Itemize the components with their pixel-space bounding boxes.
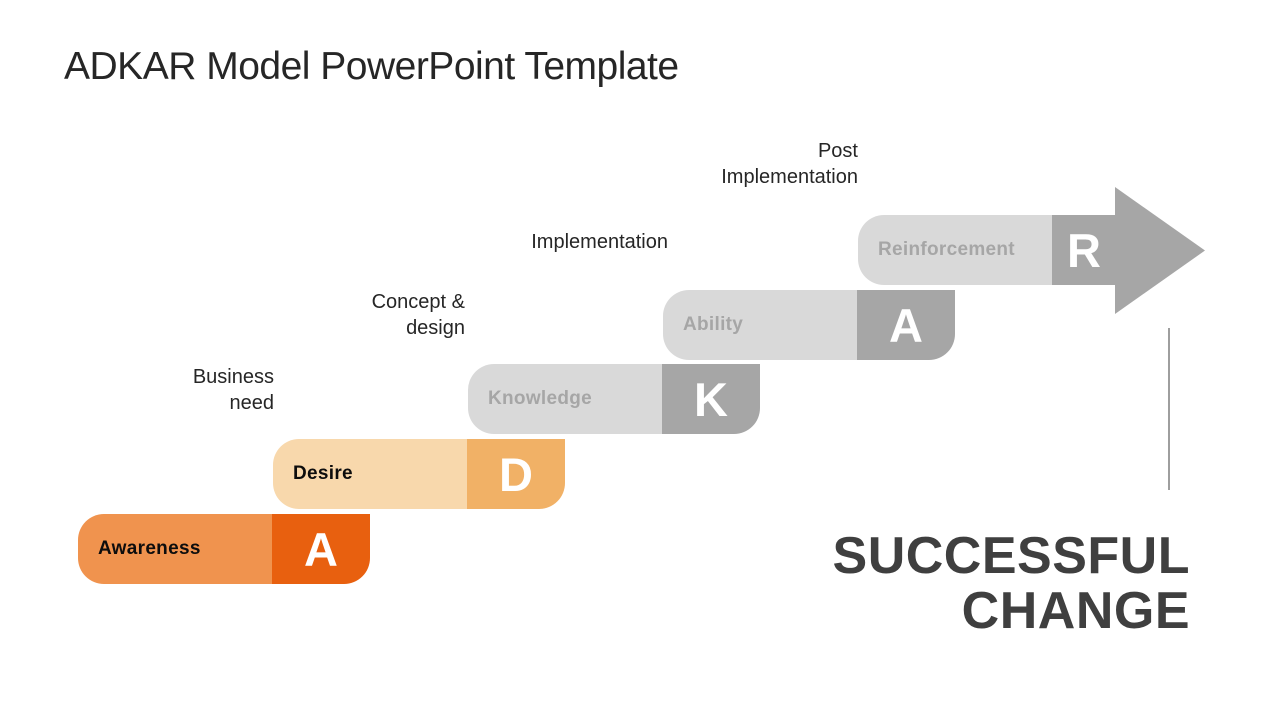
step-knowledge: Knowledge K [468, 364, 760, 434]
slide-title: ADKAR Model PowerPoint Template [64, 45, 679, 88]
step-name: Ability [683, 314, 744, 335]
phase-line: design [406, 317, 465, 339]
phase-line: Implementation [531, 231, 668, 253]
phase-label-post-implementation: Post Implementation [721, 138, 858, 190]
step-reinforcement-label: Reinforcement [858, 215, 1052, 285]
vertical-divider-line [1168, 328, 1170, 490]
step-knowledge-letter: K [662, 364, 760, 434]
step-awareness: Awareness A [78, 514, 370, 584]
phase-line: Implementation [721, 166, 858, 188]
step-knowledge-label: Knowledge [468, 364, 662, 434]
step-desire-letter: D [467, 439, 565, 509]
arrow-right-icon [1115, 187, 1205, 314]
step-awareness-label: Awareness [78, 514, 272, 584]
phase-label-concept-design: Concept & design [372, 289, 465, 341]
phase-label-implementation: Implementation [531, 229, 668, 255]
step-reinforcement: Reinforcement R [858, 215, 1116, 285]
phase-label-business-need: Business need [193, 364, 274, 416]
phase-line: Concept & [371, 291, 465, 313]
outcome-line: SUCCESSFUL [832, 527, 1190, 585]
step-ability-letter: A [857, 290, 955, 360]
step-reinforcement-letter: R [1052, 215, 1116, 285]
step-name: Reinforcement [878, 239, 1015, 260]
phase-line: need [229, 392, 275, 414]
outcome-line: CHANGE [961, 582, 1190, 640]
step-desire: Desire D [273, 439, 565, 509]
phase-line: Post [817, 140, 858, 162]
step-desire-label: Desire [273, 439, 467, 509]
step-ability: Ability A [663, 290, 955, 360]
step-name: Awareness [98, 538, 201, 559]
successful-change-title: SUCCESSFUL CHANGE [833, 529, 1190, 639]
step-awareness-letter: A [272, 514, 370, 584]
step-name: Knowledge [488, 388, 593, 409]
phase-line: Business [192, 366, 274, 388]
step-ability-label: Ability [663, 290, 857, 360]
step-name: Desire [293, 463, 353, 484]
